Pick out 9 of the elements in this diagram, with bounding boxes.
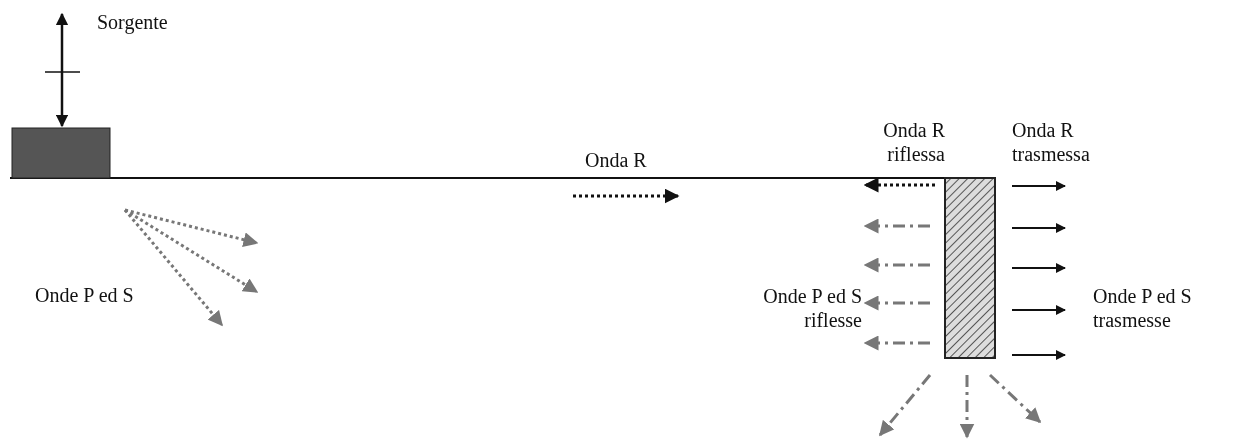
- wave-label: Onda R: [585, 148, 648, 172]
- wave-label: Onde P ed S riflesse: [762, 284, 862, 332]
- wave-label: Onda R trasmessa: [1012, 118, 1091, 166]
- barrier-wall: [944, 177, 996, 359]
- wave-label: Onde P ed S: [35, 283, 135, 307]
- wave-label: Sorgente: [97, 10, 169, 34]
- source-block: [11, 127, 111, 179]
- wave-label: Onda R riflessa: [882, 118, 945, 166]
- wave-label: Onde P ed S trasmesse: [1093, 284, 1193, 332]
